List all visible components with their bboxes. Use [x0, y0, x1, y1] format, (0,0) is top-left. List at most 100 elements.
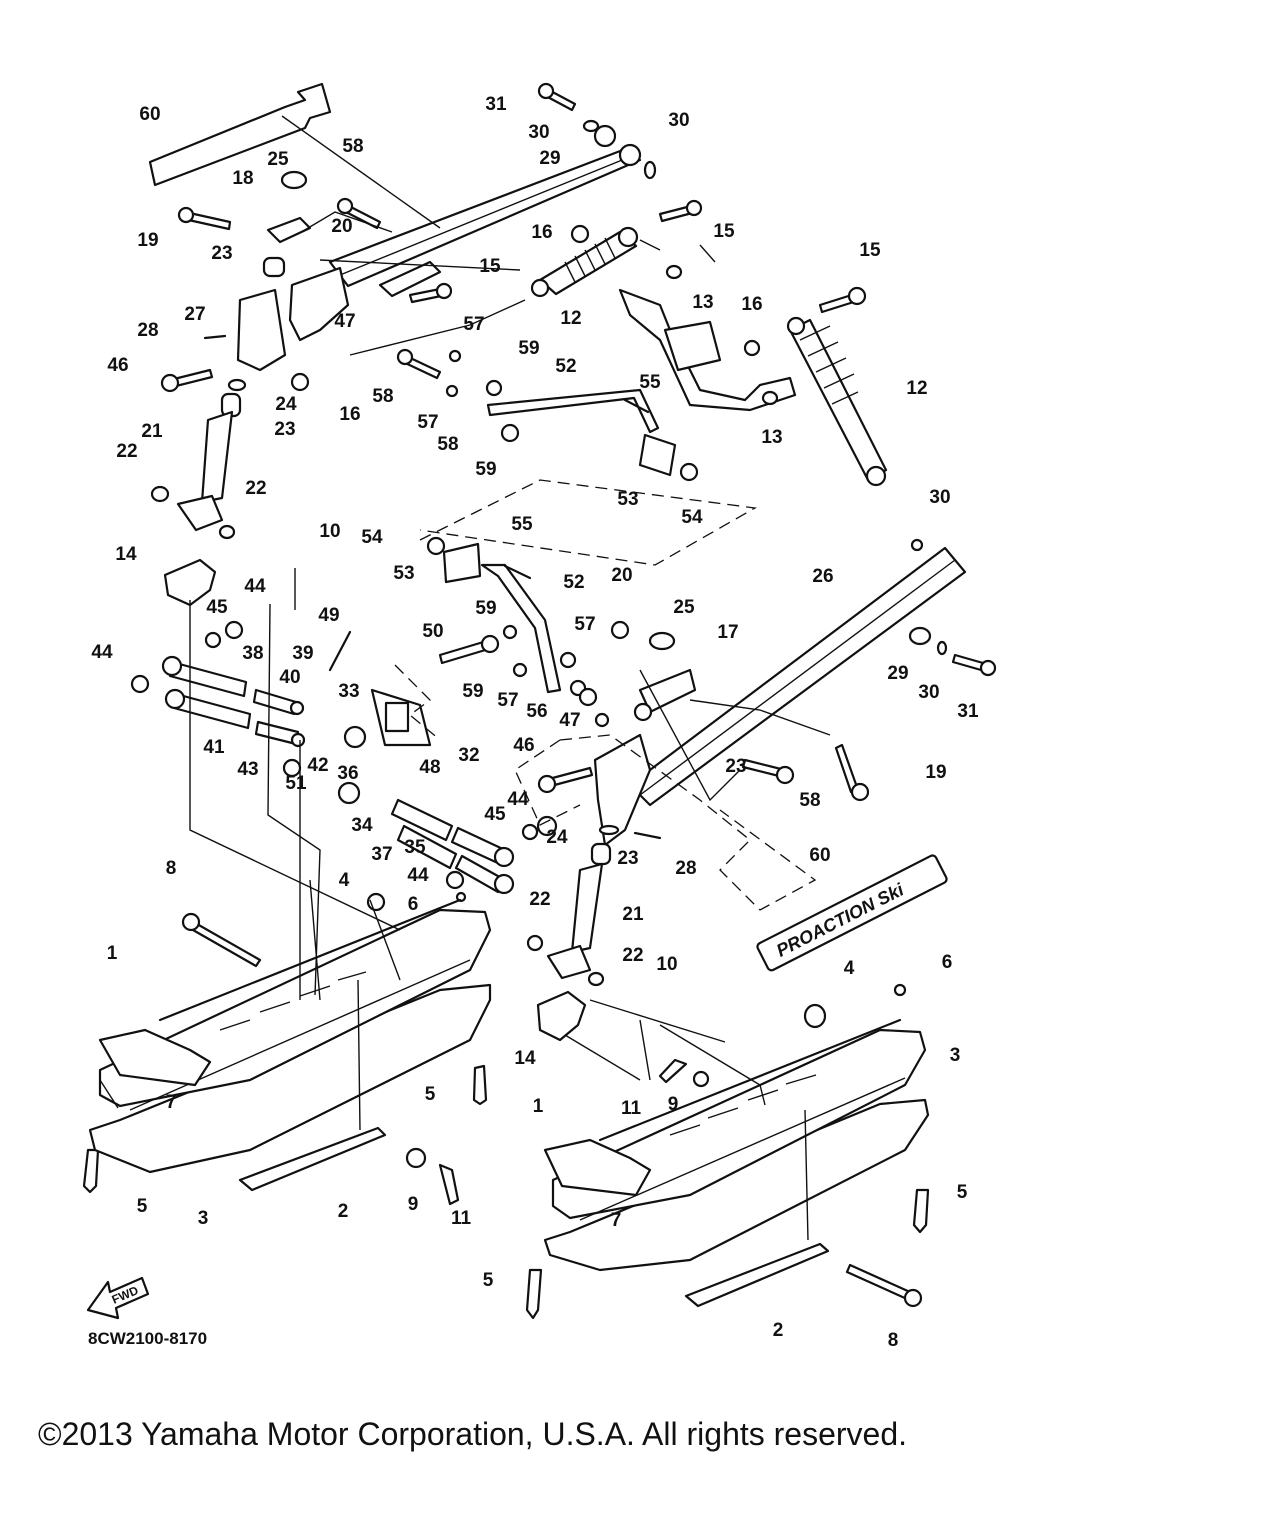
- callout-6: 6: [408, 894, 419, 915]
- callout-5: 5: [425, 1084, 436, 1105]
- callout-28: 28: [675, 858, 696, 879]
- callout-28: 28: [137, 320, 158, 341]
- callout-26: 26: [812, 566, 833, 587]
- callout-5: 5: [137, 1196, 148, 1217]
- callout-15: 15: [479, 256, 501, 277]
- callout-25: 25: [267, 149, 289, 170]
- callout-22: 22: [622, 945, 643, 966]
- callout-13: 13: [761, 427, 782, 448]
- callout-24: 24: [275, 394, 297, 415]
- callout-16: 16: [531, 222, 552, 243]
- callout-5: 5: [483, 1270, 494, 1291]
- decal-strip-60: [148, 82, 332, 187]
- copyright-notice: ©2013 Yamaha Motor Corporation, U.S.A. A…: [38, 1416, 908, 1452]
- stabilizer-bars: [161, 655, 515, 895]
- callout-16: 16: [741, 294, 762, 315]
- callout-52: 52: [555, 356, 576, 377]
- callout-44: 44: [407, 865, 429, 886]
- callout-30: 30: [929, 487, 950, 508]
- callout-16: 16: [339, 404, 360, 425]
- callout-7: 7: [166, 1092, 177, 1113]
- callout-23: 23: [211, 243, 232, 264]
- callout-30: 30: [528, 122, 549, 143]
- callout-49: 49: [318, 605, 339, 626]
- callout-2: 2: [773, 1320, 784, 1341]
- callout-21: 21: [141, 421, 163, 442]
- callout-48: 48: [419, 757, 440, 778]
- callout-36: 36: [337, 763, 358, 784]
- callout-30: 30: [918, 682, 939, 703]
- callout-50: 50: [422, 621, 443, 642]
- callout-4: 4: [844, 958, 855, 979]
- callout-58: 58: [437, 434, 458, 455]
- callout-12: 12: [560, 308, 581, 329]
- callout-57: 57: [417, 412, 438, 433]
- arm-right-26: [593, 546, 967, 847]
- callout-24: 24: [546, 827, 568, 848]
- ski-saddle-right: [536, 990, 587, 1042]
- callout-44: 44: [507, 789, 529, 810]
- callout-47: 47: [334, 311, 355, 332]
- shock-absorber-upper: [530, 226, 639, 298]
- indicator-lines: [99, 115, 831, 1241]
- spindle-left: [150, 392, 242, 540]
- callout-11: 11: [621, 1098, 642, 1119]
- callout-22: 22: [529, 889, 550, 910]
- callout-30: 30: [668, 110, 689, 131]
- callout-60: 60: [809, 845, 830, 866]
- callout-58: 58: [799, 790, 820, 811]
- callout-5: 5: [957, 1182, 968, 1203]
- callout-7: 7: [611, 1210, 622, 1231]
- ski-saddle-left: [163, 558, 217, 607]
- callout-19: 19: [925, 762, 946, 783]
- callout-57: 57: [463, 314, 484, 335]
- swing-link-bracket: [618, 264, 797, 412]
- callout-41: 41: [203, 737, 225, 758]
- callout-44: 44: [91, 642, 113, 663]
- callout-12: 12: [906, 378, 927, 399]
- callout-46: 46: [513, 735, 534, 756]
- callout-38: 38: [242, 643, 263, 664]
- callout-47: 47: [559, 710, 580, 731]
- callout-57: 57: [574, 614, 595, 635]
- callout-27: 27: [184, 304, 205, 325]
- ski-right: [543, 1018, 930, 1308]
- callout-3: 3: [950, 1045, 961, 1066]
- callout-31: 31: [957, 701, 979, 722]
- callout-44: 44: [244, 576, 266, 597]
- callout-9: 9: [408, 1194, 419, 1215]
- hardware-fasteners: [130, 82, 997, 1308]
- callout-3: 3: [198, 1208, 209, 1229]
- callout-14: 14: [115, 544, 137, 565]
- callout-29: 29: [887, 663, 908, 684]
- fwd-arrow-icon: FWD: [86, 1276, 150, 1320]
- callout-8: 8: [166, 858, 177, 879]
- callout-4: 4: [339, 870, 350, 891]
- pins: [82, 334, 930, 1320]
- callout-34: 34: [351, 815, 373, 836]
- callout-43: 43: [237, 759, 258, 780]
- spindle-right: [526, 842, 612, 987]
- callout-15: 15: [713, 221, 735, 242]
- callout-21: 21: [622, 904, 644, 925]
- callout-2: 2: [338, 1201, 349, 1222]
- tie-rod-upper: [486, 388, 699, 482]
- callout-25: 25: [673, 597, 695, 618]
- callout-42: 42: [307, 755, 328, 776]
- callout-46: 46: [107, 355, 128, 376]
- shock-absorber-right: [786, 316, 888, 487]
- callout-22: 22: [116, 441, 137, 462]
- callout-59: 59: [475, 459, 496, 480]
- callout-9: 9: [668, 1094, 679, 1115]
- callout-59: 59: [518, 338, 539, 359]
- badge-decal-60: PROACTION Ski: [756, 854, 948, 972]
- exploded-parts-diagram: PROACTION Ski 60582518192023313029301615…: [82, 82, 997, 1351]
- callout-58: 58: [372, 386, 393, 407]
- tie-rod-lower: [426, 536, 562, 694]
- callout-11: 11: [451, 1208, 472, 1229]
- callout-35: 35: [404, 837, 426, 858]
- callout-39: 39: [292, 643, 313, 664]
- callout-23: 23: [274, 419, 295, 440]
- callout-33: 33: [338, 681, 359, 702]
